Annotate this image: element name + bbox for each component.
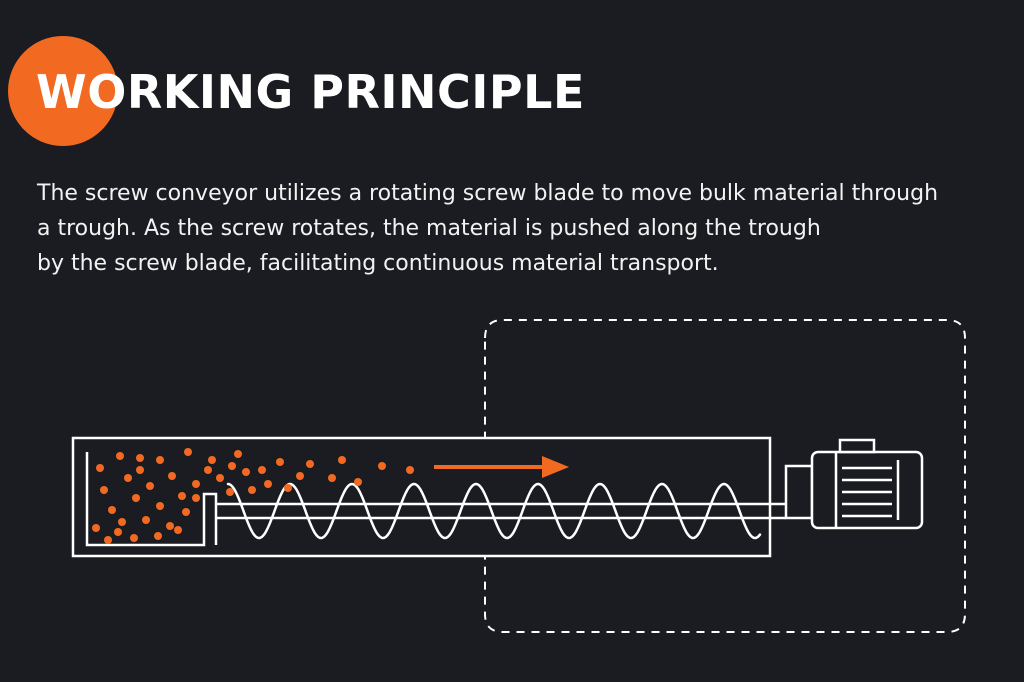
material-particle <box>154 532 162 540</box>
motor-coupling <box>784 464 814 520</box>
material-particle <box>114 528 122 536</box>
material-particle <box>276 458 284 466</box>
material-particle <box>178 492 186 500</box>
material-particle <box>306 460 314 468</box>
material-particle <box>108 506 116 514</box>
material-particle <box>284 484 292 492</box>
material-particle <box>338 456 346 464</box>
material-particle <box>184 448 192 456</box>
material-particle <box>104 536 112 544</box>
material-particle <box>242 468 250 476</box>
title-accent-circle <box>8 36 118 146</box>
material-particles <box>92 448 414 544</box>
material-particle <box>248 486 256 494</box>
material-particle <box>208 456 216 464</box>
material-particle <box>156 502 164 510</box>
material-particle <box>182 508 190 516</box>
material-particle <box>168 472 176 480</box>
material-particle <box>216 474 224 482</box>
material-particle <box>92 524 100 532</box>
dashed-outline <box>484 319 966 633</box>
material-particle <box>264 480 272 488</box>
material-particle <box>96 464 104 472</box>
material-particle <box>100 486 108 494</box>
motor <box>784 438 924 530</box>
inlet-hopper <box>85 452 218 547</box>
description-text: The screw conveyor utilizes a rotating s… <box>37 176 997 281</box>
screw-blade <box>226 482 762 540</box>
material-particle <box>174 526 182 534</box>
material-particle <box>354 478 362 486</box>
material-particle <box>156 456 164 464</box>
material-particle <box>228 462 236 470</box>
material-particle <box>142 516 150 524</box>
motor-terminal-box <box>838 438 876 454</box>
description-line-1: The screw conveyor utilizes a rotating s… <box>37 181 939 206</box>
material-particle <box>378 462 386 470</box>
description-line-2: a trough. As the screw rotates, the mate… <box>37 216 821 241</box>
material-particle <box>116 452 124 460</box>
description-line-3: by the screw blade, facilitating continu… <box>37 251 719 276</box>
material-particle <box>406 466 414 474</box>
material-particle <box>192 480 200 488</box>
material-particle <box>328 474 336 482</box>
material-particle <box>258 466 266 474</box>
material-particle <box>226 488 234 496</box>
material-particle <box>204 466 212 474</box>
material-particle <box>132 494 140 502</box>
flow-arrow <box>434 456 569 478</box>
material-particle <box>136 454 144 462</box>
material-particle <box>234 450 242 458</box>
material-particle <box>192 494 200 502</box>
trough <box>71 436 772 558</box>
material-particle <box>296 472 304 480</box>
material-particle <box>130 534 138 542</box>
material-particle <box>136 466 144 474</box>
page-title: WORKING PRINCIPLE <box>36 65 585 119</box>
material-particle <box>118 518 126 526</box>
material-particle <box>166 522 174 530</box>
material-particle <box>124 474 132 482</box>
material-particle <box>146 482 154 490</box>
